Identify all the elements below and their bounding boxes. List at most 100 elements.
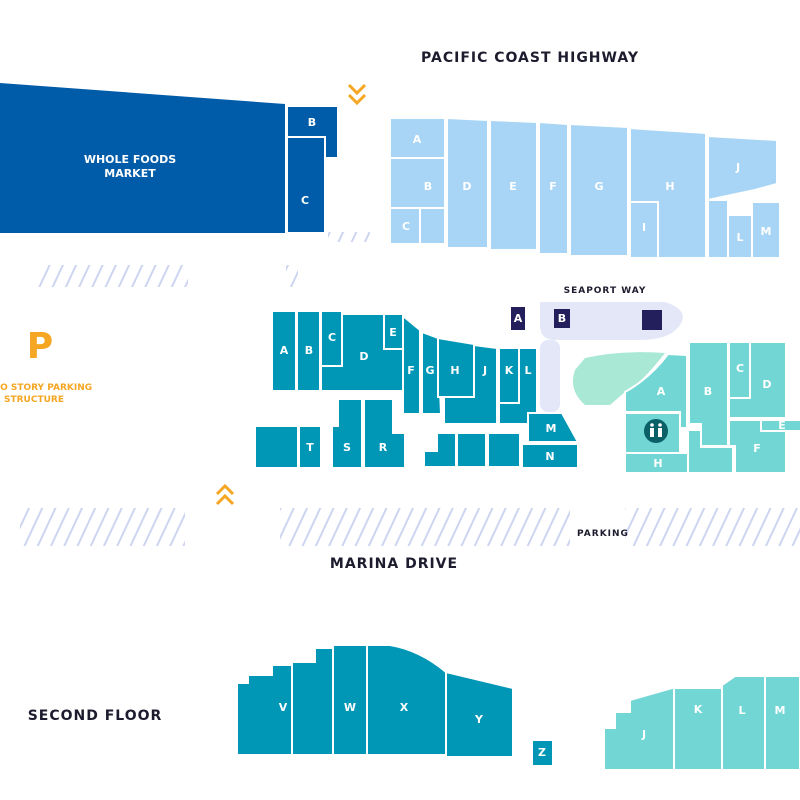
store-2f-z[interactable]: Z <box>531 739 554 767</box>
store-north-k[interactable] <box>707 199 729 259</box>
marina-drive-label: MARINA DRIVE <box>330 556 458 572</box>
store-mid-unlabeled-4[interactable] <box>254 425 299 469</box>
store-mid-s[interactable]: S <box>331 398 363 469</box>
seaport-way-label: SEAPORT WAY <box>564 286 647 296</box>
store-mid-e[interactable]: E <box>383 313 404 350</box>
store-east-d[interactable]: D <box>728 341 787 419</box>
store-north-unlabeled[interactable] <box>419 207 446 245</box>
store-north-c[interactable]: C <box>389 207 421 245</box>
store-2f-w2[interactable]: W <box>332 644 368 756</box>
store-north-l[interactable]: L <box>727 214 753 259</box>
store-label: H <box>653 457 662 470</box>
store-label: C <box>301 194 309 207</box>
store-label: B <box>308 116 316 129</box>
store-label: M <box>775 704 786 717</box>
store-label: F <box>753 442 761 455</box>
store-label: L <box>524 364 531 377</box>
store-north-e[interactable]: E <box>489 118 538 251</box>
parking-stripes <box>20 232 800 546</box>
marker-a[interactable]: A <box>511 307 525 330</box>
store-east-h[interactable]: H <box>624 452 689 474</box>
store-north-f[interactable]: F <box>538 120 569 255</box>
store-north-b[interactable]: B <box>389 157 446 209</box>
store-wf-c[interactable]: C <box>286 136 326 234</box>
store-label: A <box>657 385 666 398</box>
store-mid-g[interactable]: G <box>421 330 443 415</box>
store-2f-x[interactable]: X <box>366 644 447 756</box>
store-label: C <box>736 362 744 375</box>
store-mid-h[interactable]: H <box>437 336 475 398</box>
store-label: B <box>305 344 313 357</box>
second-floor-label: SECOND FLOOR <box>28 708 163 724</box>
store-2f-l[interactable]: L <box>721 675 766 771</box>
store-mid-r[interactable]: R <box>363 398 406 469</box>
store-east-c[interactable]: C <box>728 341 751 399</box>
store-label: N <box>545 450 554 463</box>
store-label: W <box>344 701 356 714</box>
store-label: J <box>641 728 646 741</box>
store-mid-m[interactable]: M <box>527 412 580 443</box>
marker-label: A <box>514 312 523 325</box>
store-mid-t[interactable]: T <box>298 425 322 469</box>
store-label: C <box>402 220 410 233</box>
store-label: C <box>328 331 336 344</box>
store-label: E <box>389 326 397 339</box>
park-area <box>572 352 665 405</box>
store-north-m[interactable]: M <box>751 201 781 259</box>
marker-b[interactable]: B <box>554 309 570 328</box>
store-2f-v[interactable]: V <box>236 664 293 756</box>
store-label: B <box>424 180 432 193</box>
store-label: K <box>505 364 514 377</box>
store-north-i[interactable]: I <box>629 201 659 259</box>
store-label: A <box>413 133 422 146</box>
store-label: V <box>279 701 288 714</box>
store-label: M <box>761 225 772 238</box>
store-label: I <box>642 221 646 234</box>
store-label: F <box>407 364 415 377</box>
restroom[interactable] <box>624 412 681 454</box>
marker-label: B <box>558 312 566 325</box>
store-mid-a[interactable]: A <box>271 310 297 392</box>
store-2f-k[interactable]: K <box>673 687 723 771</box>
store-mid-unlabeled-3[interactable] <box>487 432 521 468</box>
store-label: L <box>738 704 745 717</box>
marker-square[interactable] <box>642 310 662 330</box>
store-label: D <box>762 378 771 391</box>
store-north-j[interactable]: J <box>707 134 778 202</box>
store-label: J <box>482 364 487 377</box>
store-label: B <box>704 385 712 398</box>
parking-structure-line2: STRUCTURE <box>4 395 64 405</box>
store-east-f[interactable]: F <box>728 419 787 474</box>
store-mid-f[interactable]: F <box>402 313 421 415</box>
store-label: S <box>343 441 351 454</box>
whole-foods-market[interactable]: WHOLE FOODS MARKET <box>0 83 285 233</box>
store-mid-k[interactable]: K <box>498 347 520 404</box>
store-north-d[interactable]: D <box>446 116 489 249</box>
store-label: X <box>400 701 409 714</box>
store-north-a[interactable]: A <box>389 117 446 159</box>
store-mid-b[interactable]: B <box>296 310 321 392</box>
store-label: T <box>306 441 314 454</box>
walkway <box>540 340 560 412</box>
store-mid-unlabeled-1[interactable] <box>423 432 457 468</box>
store-2f-y[interactable]: Y <box>445 670 514 758</box>
whole-foods-label-1: WHOLE FOODS <box>84 153 176 166</box>
store-north-g[interactable]: G <box>569 122 629 257</box>
store-label: F <box>549 180 557 193</box>
store-label: D <box>462 180 471 193</box>
store-label: K <box>694 703 703 716</box>
chevron-up-icon <box>215 483 235 506</box>
store-mid-n[interactable]: N <box>521 443 579 469</box>
store-2f-j[interactable]: J <box>603 687 686 771</box>
store-mid-unlabeled-2[interactable] <box>456 432 487 468</box>
store-mid-c[interactable]: C <box>320 310 343 367</box>
store-label: D <box>359 350 368 363</box>
store-label: A <box>280 344 289 357</box>
store-2f-w[interactable] <box>291 647 334 756</box>
parking-structure-line1: TWO STORY PARKING <box>0 383 92 393</box>
parking-label: PARKING <box>577 529 629 539</box>
restroom-icon <box>644 419 668 443</box>
store-label: G <box>594 180 603 193</box>
store-2f-m[interactable]: M <box>764 675 800 771</box>
